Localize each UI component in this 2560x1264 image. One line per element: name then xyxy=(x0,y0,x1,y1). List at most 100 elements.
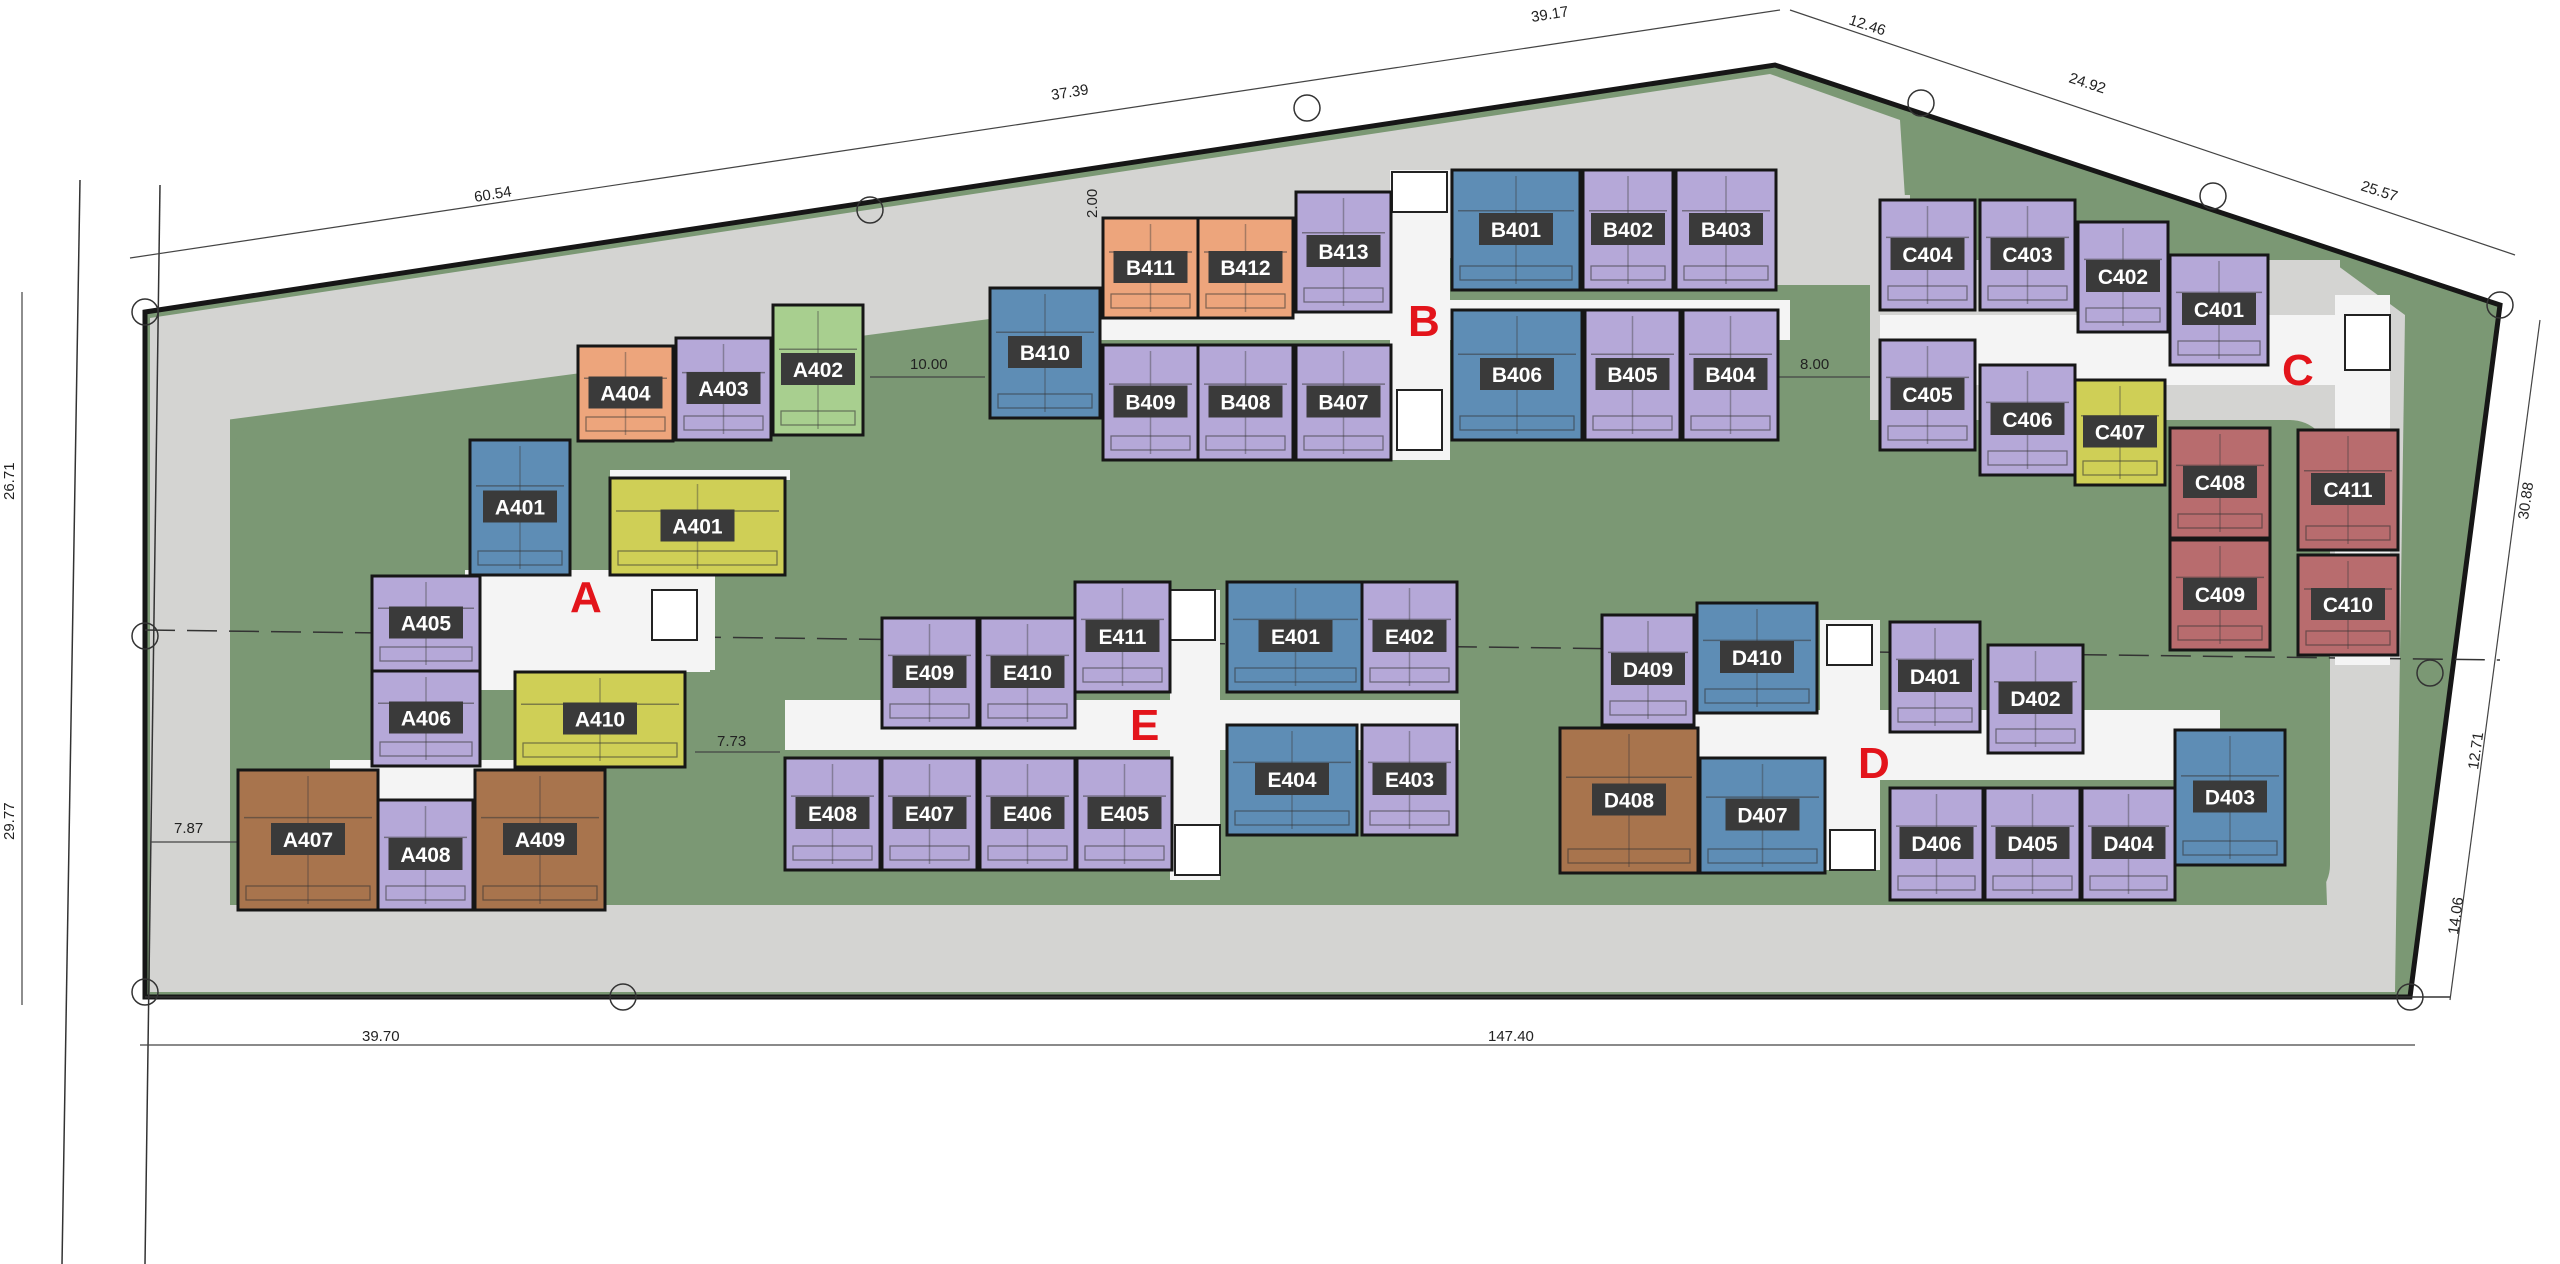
unit-label-bg xyxy=(1689,213,1763,245)
unit-e409[interactable]: E409 xyxy=(880,616,979,730)
unit-e405[interactable]: E405 xyxy=(1075,756,1174,872)
dim-label: 147.40 xyxy=(1488,1028,1534,1045)
unit-a406[interactable]: A406 xyxy=(370,669,482,768)
unit-d404[interactable]: D404 xyxy=(2080,786,2177,902)
balcony xyxy=(379,741,473,757)
unit-c411[interactable]: C411 xyxy=(2296,428,2400,552)
dim-label: 30.88 xyxy=(2515,481,2537,521)
unit-e410[interactable]: E410 xyxy=(978,616,1077,730)
unit-a404[interactable]: A404 xyxy=(576,344,675,443)
unit-e406[interactable]: E406 xyxy=(978,756,1077,872)
unit-d409[interactable]: D409 xyxy=(1600,613,1696,727)
unit-a403[interactable]: A403 xyxy=(674,336,773,442)
unit-label: E408 xyxy=(808,803,857,826)
unit-label: D406 xyxy=(1911,833,1961,856)
unit-e402[interactable]: E402 xyxy=(1360,580,1459,694)
unit-label-bg xyxy=(781,353,855,385)
unit-a401[interactable]: A401 xyxy=(468,438,572,577)
dim-label: 7.73 xyxy=(717,733,746,750)
unit-e408[interactable]: E408 xyxy=(783,756,882,872)
dim-label: 37.39 xyxy=(1050,81,1090,104)
unit-c403[interactable]: C403 xyxy=(1978,198,2077,312)
balcony xyxy=(1110,435,1191,451)
unit-a410[interactable]: A410 xyxy=(513,670,687,769)
unit-b407[interactable]: B407 xyxy=(1294,343,1393,462)
block-label-a: A xyxy=(570,573,602,622)
unit-c407[interactable]: C407 xyxy=(2073,378,2167,487)
unit-a408[interactable]: A408 xyxy=(376,798,475,912)
unit-b408[interactable]: B408 xyxy=(1196,343,1295,462)
balcony xyxy=(2305,630,2391,646)
unit-b413[interactable]: B413 xyxy=(1294,190,1393,314)
unit-e411[interactable]: E411 xyxy=(1073,580,1172,694)
balcony xyxy=(617,550,778,566)
unit-b409[interactable]: B409 xyxy=(1101,343,1200,462)
unit-e407[interactable]: E407 xyxy=(880,756,979,872)
unit-c409[interactable]: C409 xyxy=(2168,538,2272,652)
unit-d406[interactable]: D406 xyxy=(1888,786,1985,902)
unit-b406[interactable]: B406 xyxy=(1450,308,1584,442)
balcony xyxy=(2177,340,2261,356)
unit-label: A406 xyxy=(401,708,451,731)
unit-label-bg xyxy=(2183,466,2257,498)
unit-c401[interactable]: C401 xyxy=(2168,253,2270,367)
unit-b412[interactable]: B412 xyxy=(1196,216,1295,320)
unit-label: D401 xyxy=(1910,666,1961,689)
unit-b405[interactable]: B405 xyxy=(1583,308,1682,442)
unit-b403[interactable]: B403 xyxy=(1674,168,1778,292)
unit-label: E411 xyxy=(1099,626,1147,649)
unit-b404[interactable]: B404 xyxy=(1681,308,1780,442)
unit-c410[interactable]: C410 xyxy=(2296,553,2400,657)
unit-c402[interactable]: C402 xyxy=(2076,220,2170,334)
unit-label: B410 xyxy=(1020,342,1070,365)
unit-a401[interactable]: A401 xyxy=(608,476,787,577)
balcony xyxy=(1995,728,2076,744)
unit-b401[interactable]: B401 xyxy=(1450,168,1582,292)
unit-b402[interactable]: B402 xyxy=(1581,168,1675,292)
unit-c404[interactable]: C404 xyxy=(1878,198,1977,312)
unit-label-bg xyxy=(1595,358,1670,390)
balcony xyxy=(1567,848,1691,864)
unit-d408[interactable]: D408 xyxy=(1558,726,1700,875)
unit-label: A404 xyxy=(600,383,651,406)
unit-label: A410 xyxy=(575,709,625,732)
unit-label: C411 xyxy=(2323,479,2372,502)
unit-b410[interactable]: B410 xyxy=(988,286,1102,420)
balcony xyxy=(1690,415,1771,431)
balcony xyxy=(1459,265,1573,281)
unit-d410[interactable]: D410 xyxy=(1695,601,1819,715)
unit-a405[interactable]: A405 xyxy=(370,574,482,673)
unit-e403[interactable]: E403 xyxy=(1360,723,1459,837)
unit-label-bg xyxy=(2182,293,2256,325)
balcony xyxy=(1303,287,1384,303)
balcony xyxy=(2182,840,2278,856)
unit-label-bg xyxy=(1725,798,1800,831)
unit-e401[interactable]: E401 xyxy=(1225,580,1366,694)
unit-label: A407 xyxy=(283,829,333,852)
dim-label: 60.54 xyxy=(473,183,513,206)
unit-e404[interactable]: E404 xyxy=(1225,723,1359,837)
unit-c406[interactable]: C406 xyxy=(1978,363,2077,477)
unit-label: D404 xyxy=(2103,833,2154,856)
unit-d402[interactable]: D402 xyxy=(1986,643,2085,755)
unit-d403[interactable]: D403 xyxy=(2173,728,2287,867)
unit-label: A401 xyxy=(672,516,723,539)
unit-d401[interactable]: D401 xyxy=(1888,620,1982,734)
balcony xyxy=(683,415,764,431)
balcony xyxy=(1084,845,1165,861)
unit-label: A408 xyxy=(400,844,451,867)
unit-c405[interactable]: C405 xyxy=(1878,338,1977,452)
unit-b411[interactable]: B411 xyxy=(1101,216,1200,320)
unit-d407[interactable]: D407 xyxy=(1698,756,1827,875)
unit-a402[interactable]: A402 xyxy=(771,303,865,437)
unit-label-bg xyxy=(990,656,1065,688)
balcony xyxy=(379,646,473,662)
unit-a409[interactable]: A409 xyxy=(473,768,607,912)
unit-d405[interactable]: D405 xyxy=(1983,786,2082,902)
unit-a407[interactable]: A407 xyxy=(236,768,380,912)
unit-c408[interactable]: C408 xyxy=(2168,426,2272,540)
unit-label: A402 xyxy=(793,359,843,382)
